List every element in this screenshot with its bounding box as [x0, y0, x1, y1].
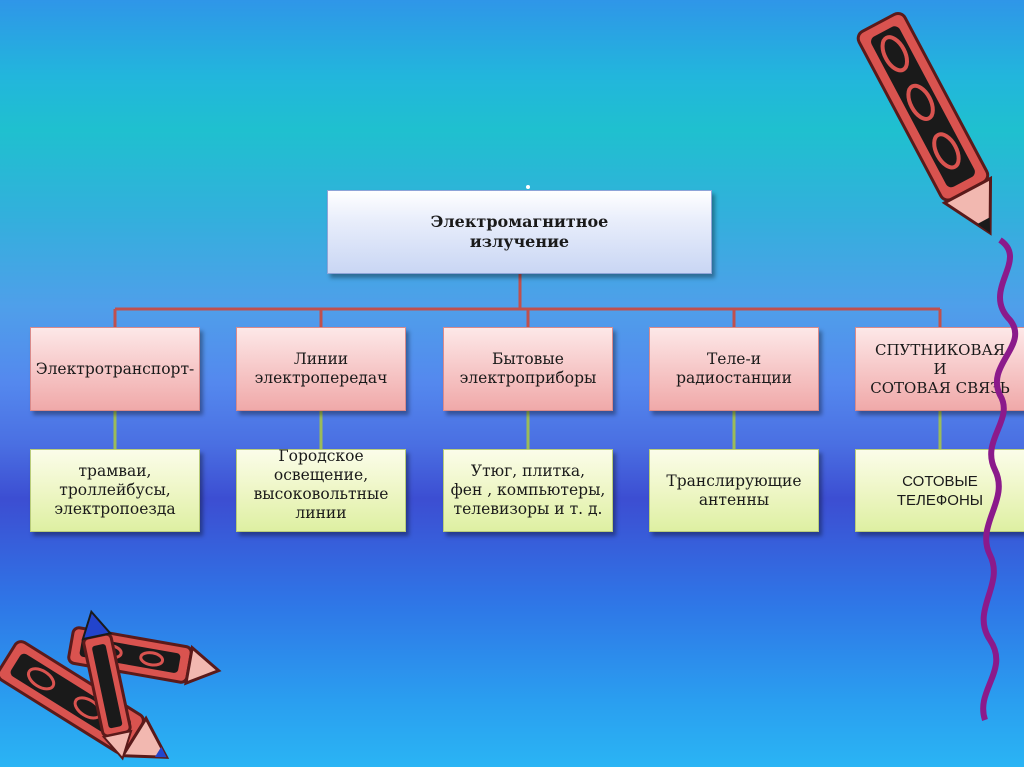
- category-label: Бытовые электроприборы: [459, 350, 597, 387]
- example-label: Транслирующие антенны: [666, 471, 802, 509]
- category-node-appliances: Бытовые электроприборы: [443, 327, 613, 411]
- root-node: Электромагнитное излучение: [327, 190, 712, 274]
- example-label: Городское освещение, высоковольтные лини…: [253, 447, 389, 522]
- example-label: Утюг, плитка, фен , компьютеры, телевизо…: [450, 462, 606, 518]
- root-dot: [526, 185, 530, 189]
- squiggle-line: [980, 237, 1019, 721]
- example-node-transport: трамваи, троллейбусы, электропоезда: [30, 449, 200, 532]
- example-node-broadcast: Транслирующие антенны: [649, 449, 819, 532]
- category-node-broadcast: Теле-и радиостанции: [649, 327, 819, 411]
- category-node-transport: Электротранспорт-: [30, 327, 200, 411]
- example-node-appliances: Утюг, плитка, фен , компьютеры, телевизо…: [443, 449, 613, 532]
- example-node-power-lines: Городское освещение, высоковольтные лини…: [236, 447, 406, 532]
- example-label: трамваи, троллейбусы, электропоезда: [54, 462, 176, 518]
- category-label: Электротранспорт-: [35, 359, 195, 378]
- category-label: Теле-и радиостанции: [676, 350, 792, 387]
- example-label: СОТОВЫЕ ТЕЛЕФОНЫ: [896, 472, 984, 509]
- pencil-icon: [856, 11, 993, 236]
- category-node-power-lines: Линии электропередач: [236, 327, 406, 411]
- root-label: Электромагнитное излучение: [430, 212, 609, 251]
- pencil-icon: [81, 609, 133, 761]
- category-label: Линии электропередач: [254, 350, 388, 387]
